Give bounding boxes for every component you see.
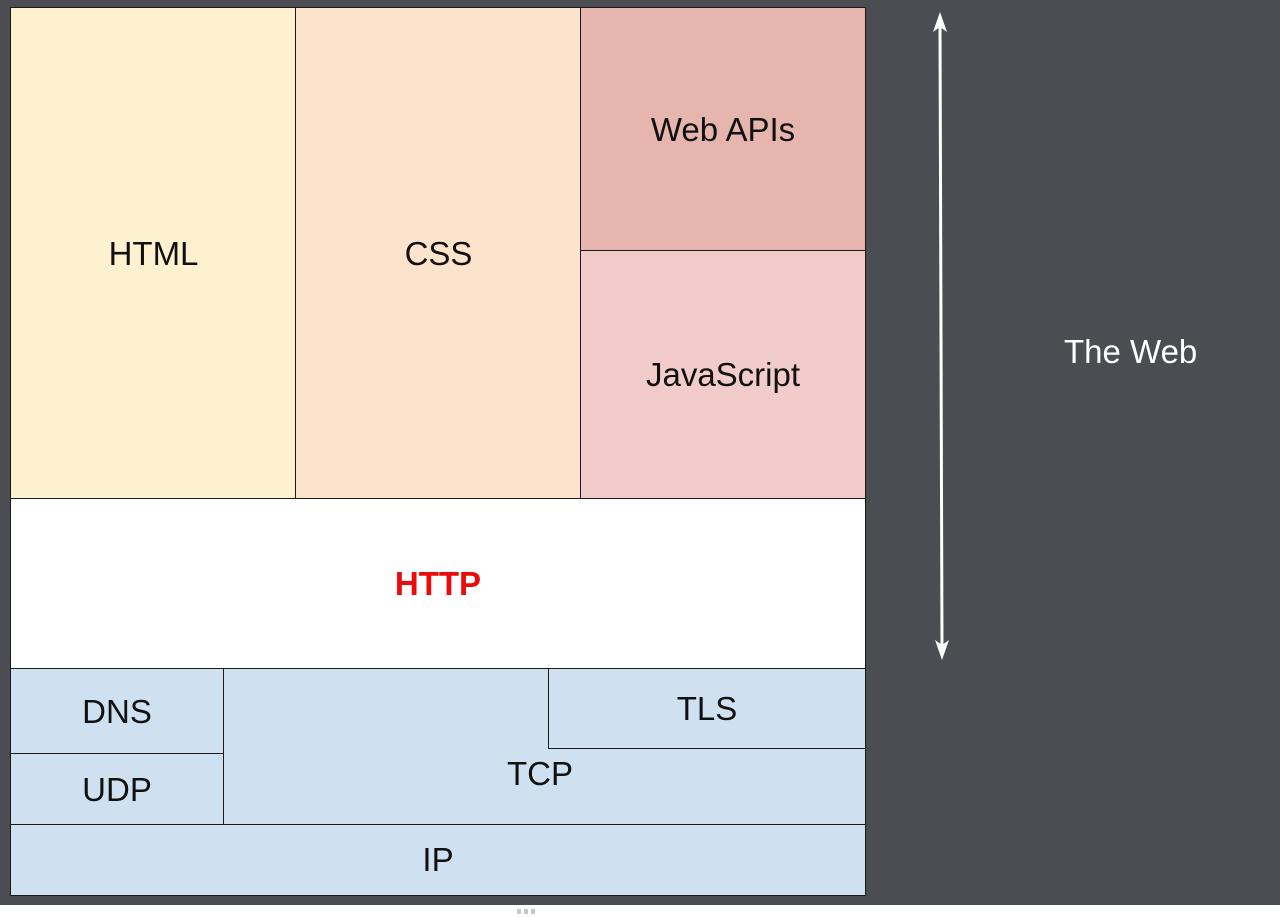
javascript-block: JavaScript — [580, 250, 866, 500]
css-block: CSS — [295, 7, 582, 500]
double-headed-arrow-icon — [933, 12, 949, 660]
udp-block: UDP — [10, 753, 224, 826]
javascript-label: JavaScript — [645, 356, 801, 393]
web-apis-block: Web APIs — [580, 7, 866, 252]
dns-block: DNS — [10, 668, 224, 755]
http-block: HTTP — [10, 498, 866, 670]
html-label: HTML — [108, 234, 199, 272]
html-block: HTML — [10, 7, 297, 500]
the-web-label: The Web — [1064, 333, 1198, 370]
http-label: HTTP — [394, 565, 482, 602]
tls-block: TLS — [548, 668, 866, 749]
web-apis-label: Web APIs — [650, 110, 796, 148]
tcp-label: TCP — [507, 755, 573, 792]
dns-label: DNS — [82, 692, 152, 730]
udp-label: UDP — [82, 770, 152, 808]
resize-grip-icon[interactable] — [517, 909, 535, 914]
css-label: CSS — [404, 234, 473, 272]
ip-label: IP — [422, 841, 454, 878]
tls-label: TLS — [676, 689, 738, 727]
ip-block: IP — [10, 824, 866, 896]
